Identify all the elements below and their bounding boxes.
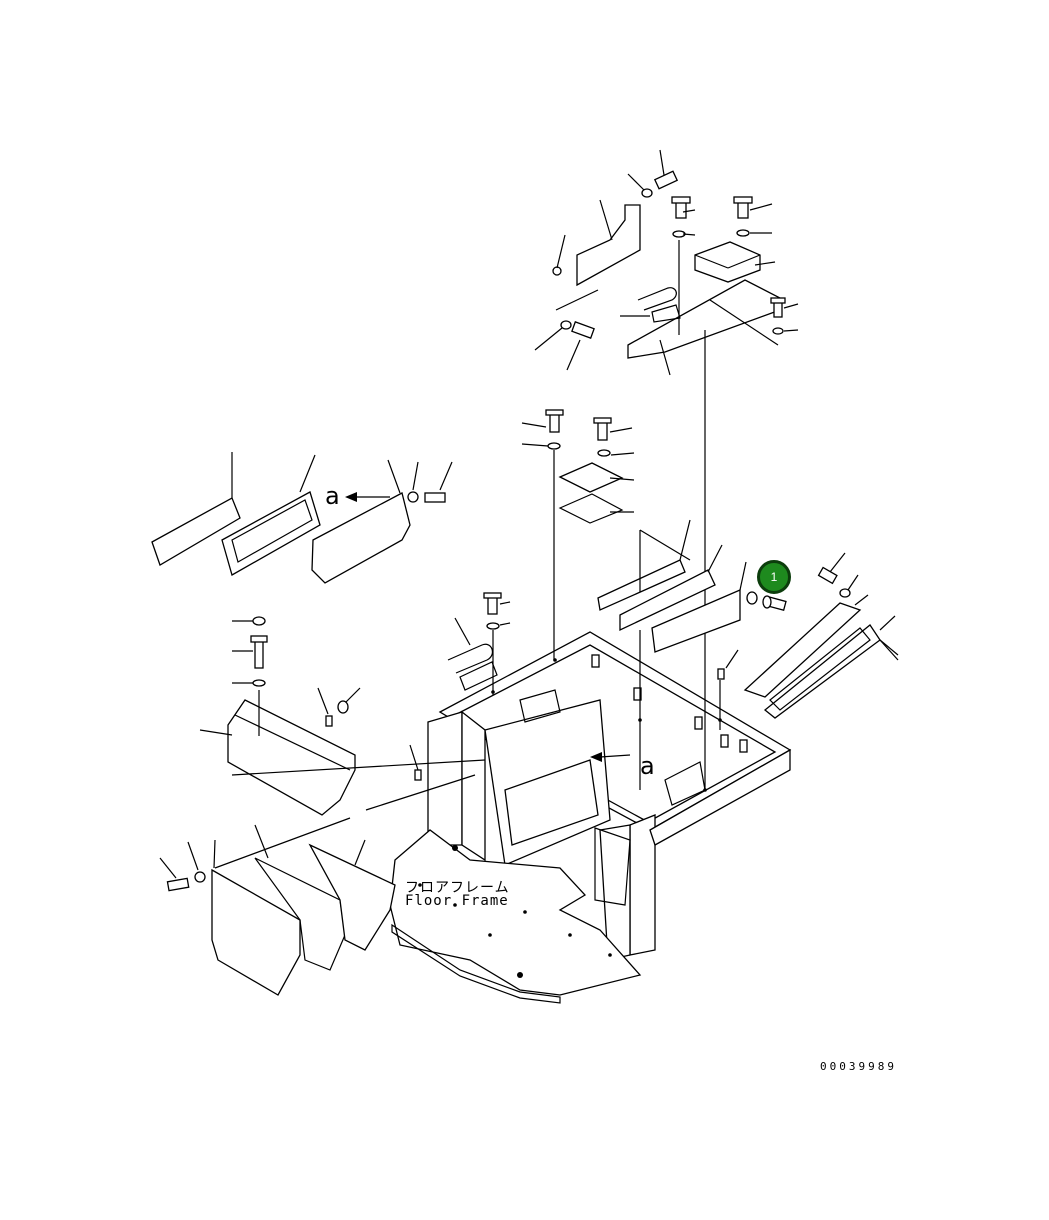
upper-cover-assembly: [534, 149, 799, 790]
left-panels: [151, 452, 453, 584]
view-ref-label-top: a: [325, 482, 340, 510]
view-arrow-main: [590, 752, 631, 762]
bottom-left-panels: [159, 817, 396, 996]
floor-frame-label-en: Floor Frame: [405, 893, 509, 909]
part-callout-1[interactable]: 1: [757, 560, 791, 594]
left-lower-cover: [199, 616, 486, 816]
front-handle: [447, 592, 511, 695]
drawing-number: 00039989: [820, 1060, 897, 1073]
floor-frame-label-jp: フロアフレーム: [405, 880, 510, 896]
floor-frame: [389, 631, 792, 1004]
right-side-strips: [597, 519, 899, 790]
leader-line: [879, 639, 899, 661]
middle-plates: [521, 409, 635, 660]
view-ref-label-main: a: [640, 752, 655, 780]
part-callout-number: 1: [770, 570, 778, 584]
